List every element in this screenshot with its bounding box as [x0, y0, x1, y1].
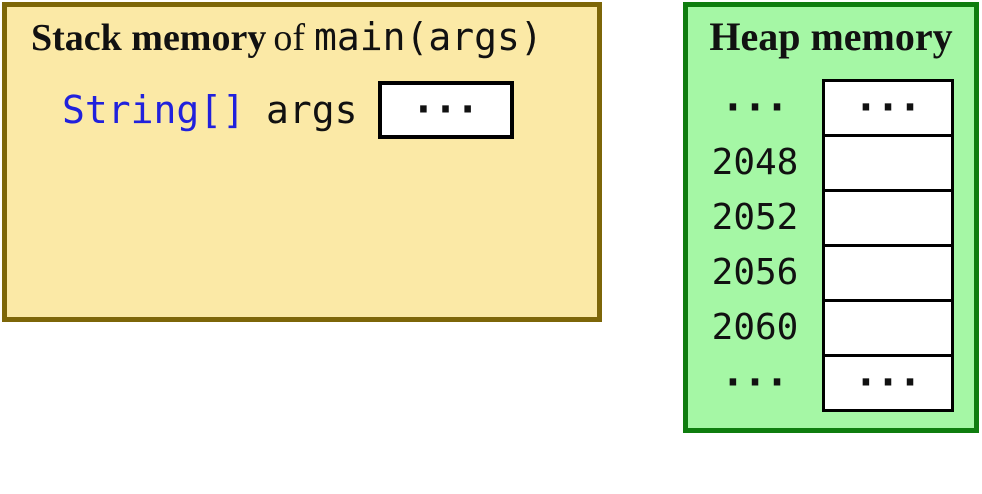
heap-row: 2048	[688, 134, 974, 192]
heap-cell	[822, 244, 954, 302]
variable-value-ellipsis: ···	[411, 87, 479, 133]
stack-variable-row: String[] args ···	[62, 79, 514, 141]
heap-row: 2052	[688, 189, 974, 247]
stack-title-code: main(args)	[314, 15, 543, 59]
heap-row: ··· ···	[688, 79, 974, 137]
stack-title-connector: of	[273, 17, 305, 59]
heap-address-label: 2056	[711, 252, 799, 293]
heap-cell: ···	[822, 354, 954, 412]
heap-table: ··· ··· 2048 2052 2056	[688, 79, 974, 412]
variable-name: args	[266, 88, 358, 132]
heap-address-ellipsis: ···	[720, 85, 789, 131]
heap-address-label: 2052	[711, 197, 799, 238]
heap-address-label: ···	[688, 354, 822, 412]
heap-cell	[822, 299, 954, 357]
heap-cell	[822, 134, 954, 192]
heap-row: 2060	[688, 299, 974, 357]
variable-type: String[]	[62, 88, 246, 132]
heap-row: 2056	[688, 244, 974, 302]
heap-cell: ···	[822, 79, 954, 137]
stack-title-bold: Stack memory	[31, 17, 267, 59]
heap-address-ellipsis: ···	[720, 360, 789, 406]
heap-row: ··· ···	[688, 354, 974, 412]
heap-cell-ellipsis: ···	[853, 360, 922, 406]
heap-address-label: ···	[688, 79, 822, 137]
heap-address-label: 2060	[711, 307, 799, 348]
variable-value-cell: ···	[377, 81, 514, 139]
heap-cell	[822, 189, 954, 247]
heap-title: Heap memory	[709, 14, 953, 59]
heap-memory-box: Heap memory ··· ··· 2048 2052	[683, 2, 979, 433]
heap-address-label: 2048	[711, 142, 799, 183]
heap-cell-ellipsis: ···	[853, 85, 922, 131]
